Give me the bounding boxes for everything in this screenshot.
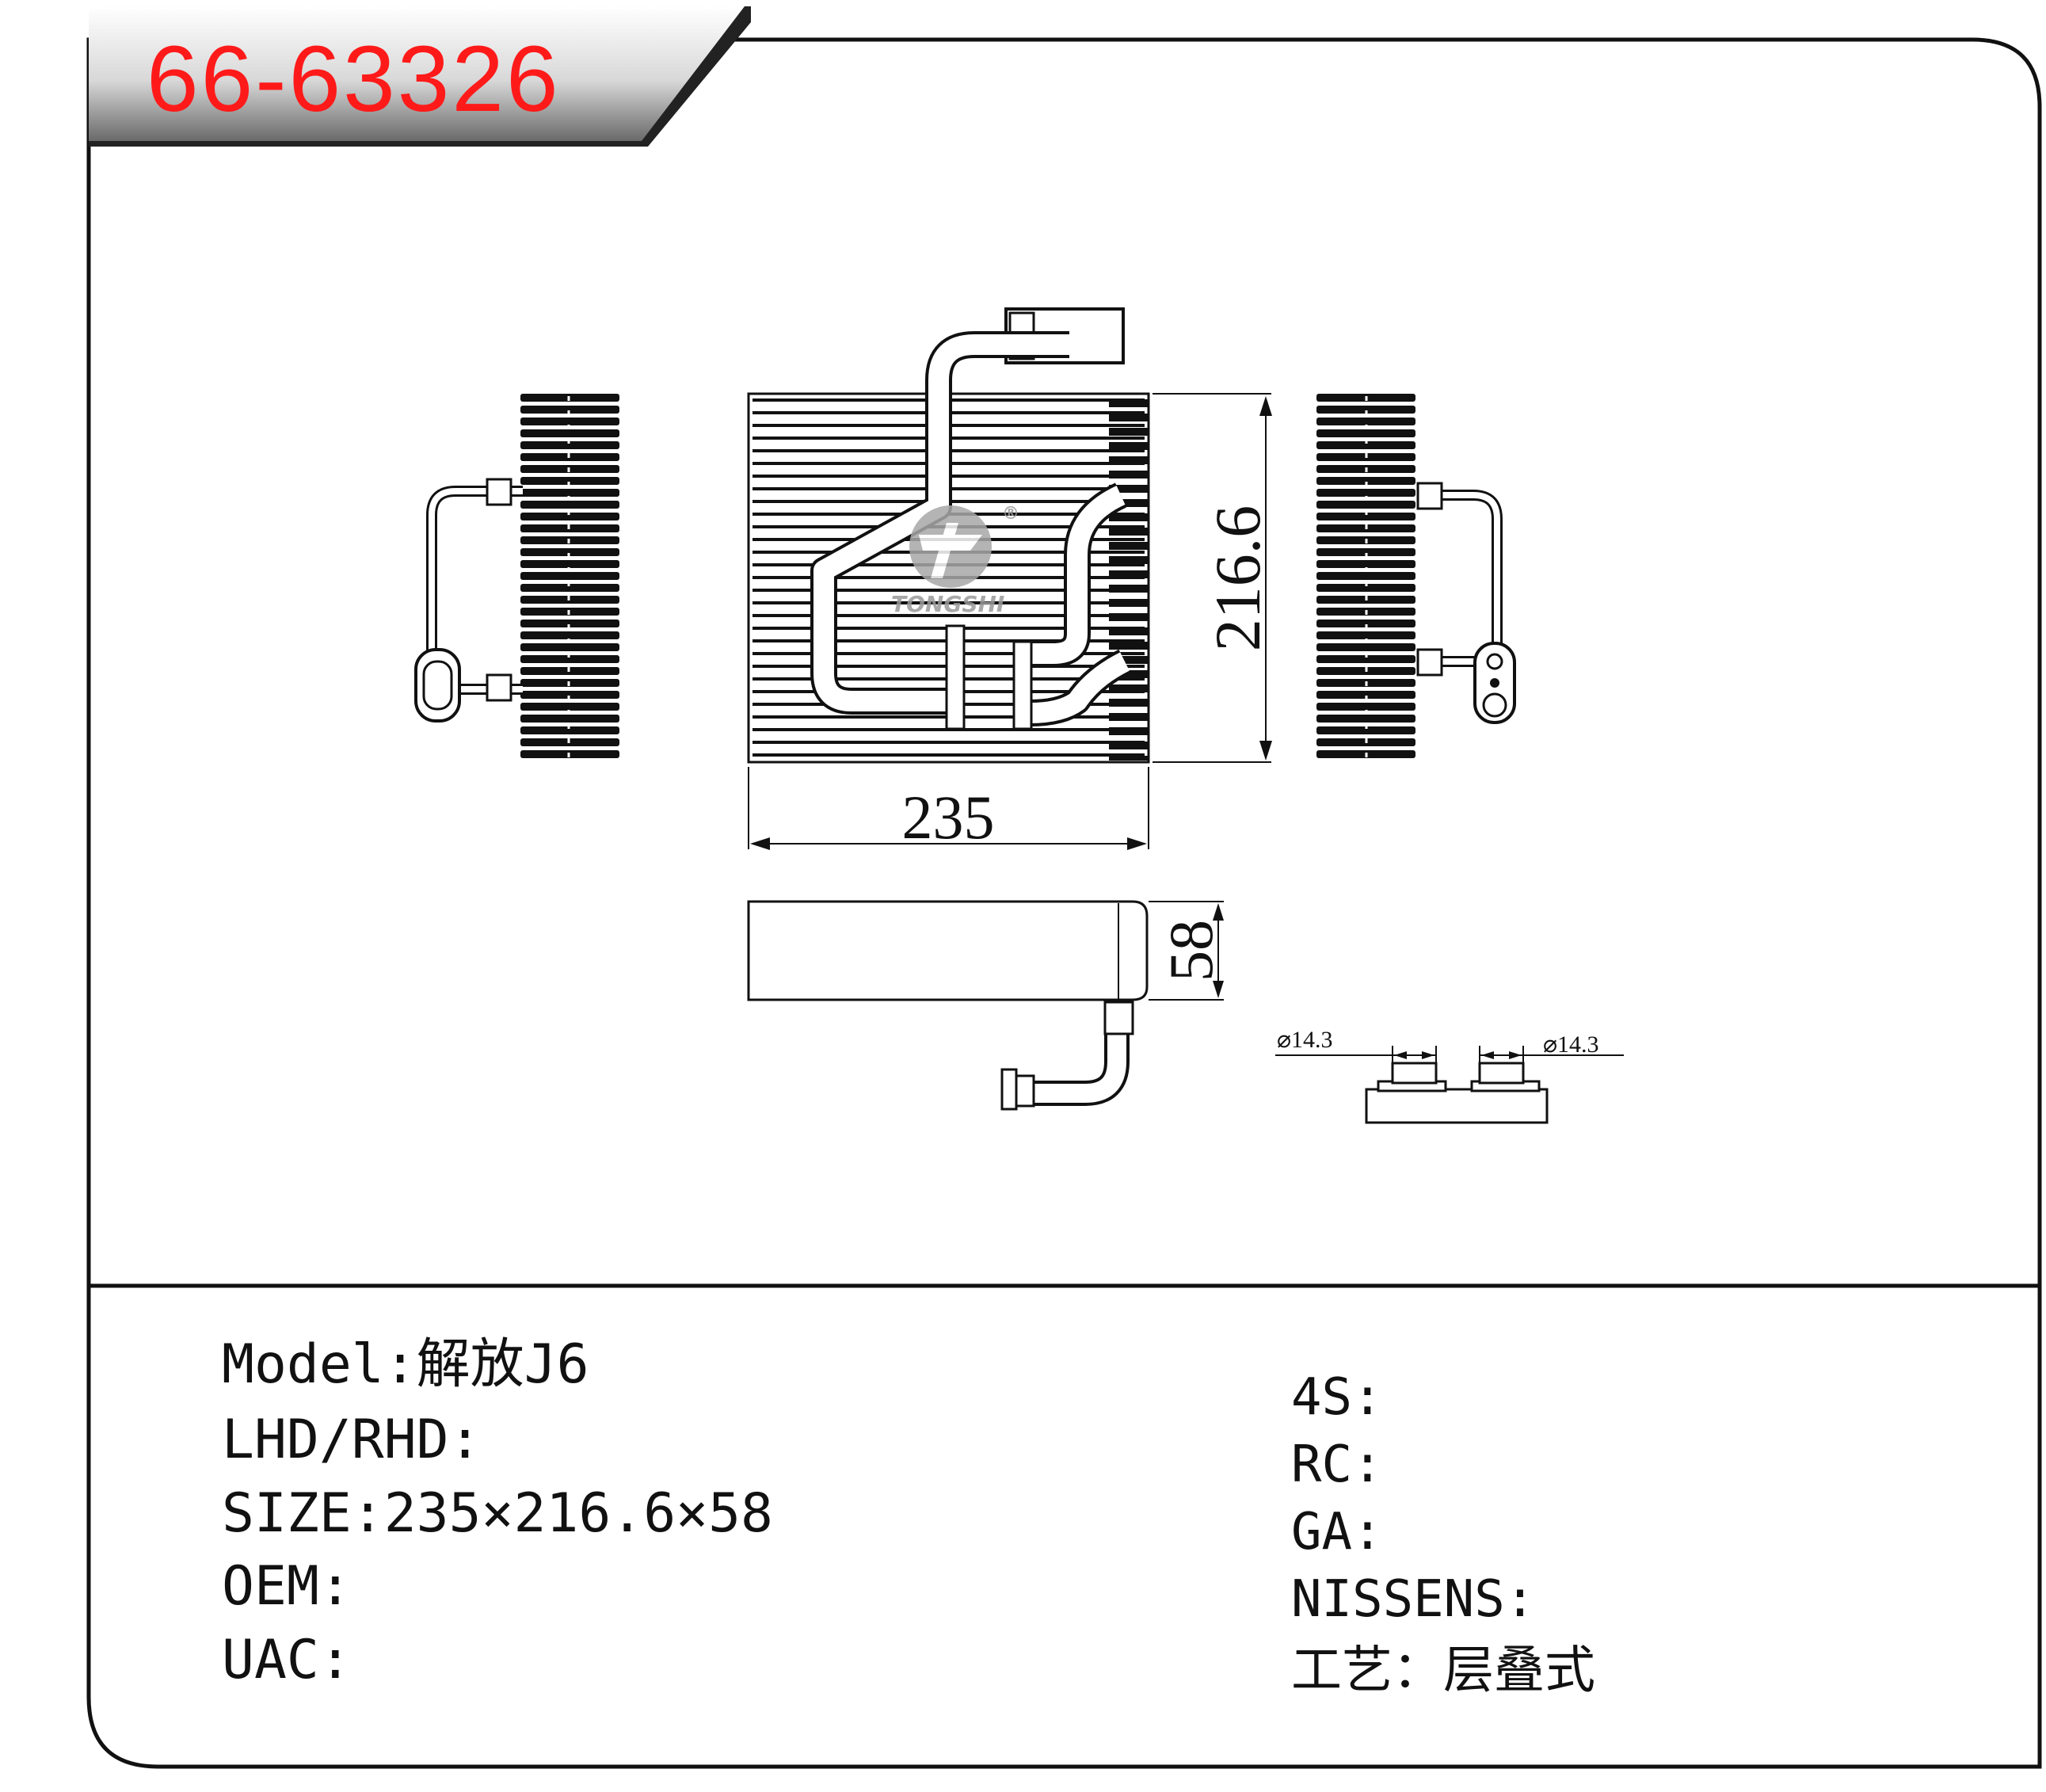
spec-row: SIZE:235×216.6×58 (222, 1482, 773, 1545)
spec-sep: : (319, 1629, 352, 1691)
fin (520, 620, 619, 627)
fin (520, 655, 619, 663)
fin (520, 417, 619, 425)
fin (520, 501, 619, 509)
fin (520, 548, 619, 556)
fin (1316, 631, 1415, 639)
spec-row: RC: (1291, 1436, 1383, 1494)
spec-label: UAC (222, 1629, 319, 1691)
fin (1316, 715, 1415, 723)
spec-row: NISSENS: (1291, 1570, 1535, 1629)
spec-right-column: 4S: RC: GA: NISSENS: 工艺：层叠式 (1291, 1368, 1595, 1700)
fin (1316, 560, 1415, 568)
port-detail: ⌀14.3 ⌀14.3 (1275, 1027, 1624, 1124)
fin (1316, 572, 1415, 580)
fin (520, 715, 619, 723)
fin (1316, 441, 1415, 449)
fin (520, 691, 619, 699)
evaporator-front-view: TONGSHI ® (747, 307, 1150, 764)
spec-label: OEM (222, 1555, 319, 1618)
height-value: 216.6 (1202, 505, 1274, 652)
spec-row: GA: (1291, 1503, 1383, 1561)
fin (520, 631, 619, 639)
fin (1316, 489, 1415, 497)
fin (520, 643, 619, 651)
spec-label: 工艺 (1291, 1641, 1393, 1700)
spec-sep: : (384, 1333, 417, 1396)
spec-sep: : (1352, 1368, 1383, 1427)
logo-text: TONGSHI (891, 591, 1004, 617)
fin (1316, 501, 1415, 509)
part-number-banner: 66-63326 (89, 6, 751, 147)
spec-sep: : (449, 1409, 482, 1471)
fin (1316, 477, 1415, 485)
top-view (747, 900, 1149, 1111)
spec-label: RC (1291, 1436, 1352, 1494)
spec-row: UAC: (222, 1629, 352, 1691)
spec-row: 4S: (1291, 1368, 1383, 1427)
width-value: 235 (902, 783, 995, 852)
left-side-view (414, 394, 619, 761)
spec-label: Model (222, 1333, 384, 1396)
spec-row: LHD/RHD: (222, 1409, 482, 1471)
spec-label: SIZE (222, 1482, 352, 1545)
fin (1316, 643, 1415, 651)
spec-sep: : (319, 1555, 352, 1618)
fin (520, 477, 619, 485)
fin (1316, 703, 1415, 711)
spec-label: GA (1291, 1503, 1352, 1561)
spec-label: 4S (1291, 1368, 1352, 1427)
fin (1316, 417, 1415, 425)
fin (1316, 548, 1415, 556)
spec-value: 235×216.6×58 (384, 1482, 773, 1545)
spec-row: 工艺：层叠式 (1291, 1641, 1595, 1700)
registered-mark: ® (1002, 504, 1019, 524)
fin (1316, 655, 1415, 663)
spec-sep: : (352, 1482, 384, 1545)
fin (520, 572, 619, 580)
fin (520, 703, 619, 711)
spec-sep: : (1505, 1570, 1536, 1629)
fin (520, 726, 619, 734)
fin (520, 513, 619, 520)
spec-left-column: Model:解放J6 LHD/RHD: SIZE:235×216.6×58 OE… (222, 1333, 773, 1691)
port-left-diameter: ⌀14.3 (1277, 1027, 1333, 1053)
spec-row: Model:解放J6 (222, 1333, 589, 1396)
depth-dimension: 58 (1149, 901, 1225, 1001)
spec-value: 层叠式 (1443, 1641, 1595, 1700)
fin (520, 406, 619, 414)
sheet-border (86, 37, 2042, 1769)
fin (1316, 513, 1415, 520)
spec-sep: ： (1393, 1641, 1443, 1700)
fin (1316, 691, 1415, 699)
fin (520, 489, 619, 497)
fin (1316, 584, 1415, 592)
spec-sep: : (1352, 1503, 1383, 1561)
fin (520, 441, 619, 449)
fin (1316, 726, 1415, 734)
fin (1316, 429, 1415, 437)
tongshi-logo: TONGSHI ® (891, 504, 1019, 617)
spec-sep: : (1352, 1436, 1383, 1494)
height-dimension: 216.6 (1153, 393, 1274, 763)
fin (520, 560, 619, 568)
port-right-diameter: ⌀14.3 (1543, 1031, 1599, 1058)
right-side-view (1316, 394, 1516, 761)
width-dimension: 235 (748, 767, 1149, 852)
spec-value: 解放J6 (417, 1333, 589, 1396)
depth-value: 58 (1156, 920, 1225, 982)
fin (1316, 620, 1415, 627)
part-number: 66-63326 (147, 27, 561, 132)
fin (520, 429, 619, 437)
spec-row: OEM: (222, 1555, 352, 1618)
spec-label: LHD/RHD (222, 1409, 449, 1471)
fin (1316, 406, 1415, 414)
spec-label: NISSENS (1291, 1570, 1505, 1629)
fin (520, 584, 619, 592)
